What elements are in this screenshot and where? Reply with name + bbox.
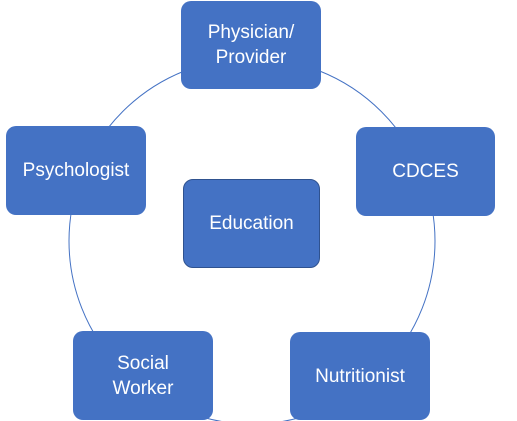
node-education-center: Education: [183, 179, 320, 268]
node-physician-provider: Physician/ Provider: [181, 1, 321, 89]
node-cdces: CDCES: [356, 127, 495, 216]
node-social-worker-label: Social Worker: [112, 352, 174, 399]
node-social-worker: Social Worker: [73, 331, 213, 420]
node-cdces-label: CDCES: [392, 161, 459, 182]
node-psychologist-label: Psychologist: [22, 160, 130, 181]
node-psychologist: Psychologist: [6, 126, 146, 215]
node-nutritionist: Nutritionist: [290, 332, 430, 420]
node-education-label: Education: [209, 213, 294, 234]
node-physician-provider-label: Physician/ Provider: [207, 22, 295, 68]
node-nutritionist-label: Nutritionist: [315, 365, 405, 387]
